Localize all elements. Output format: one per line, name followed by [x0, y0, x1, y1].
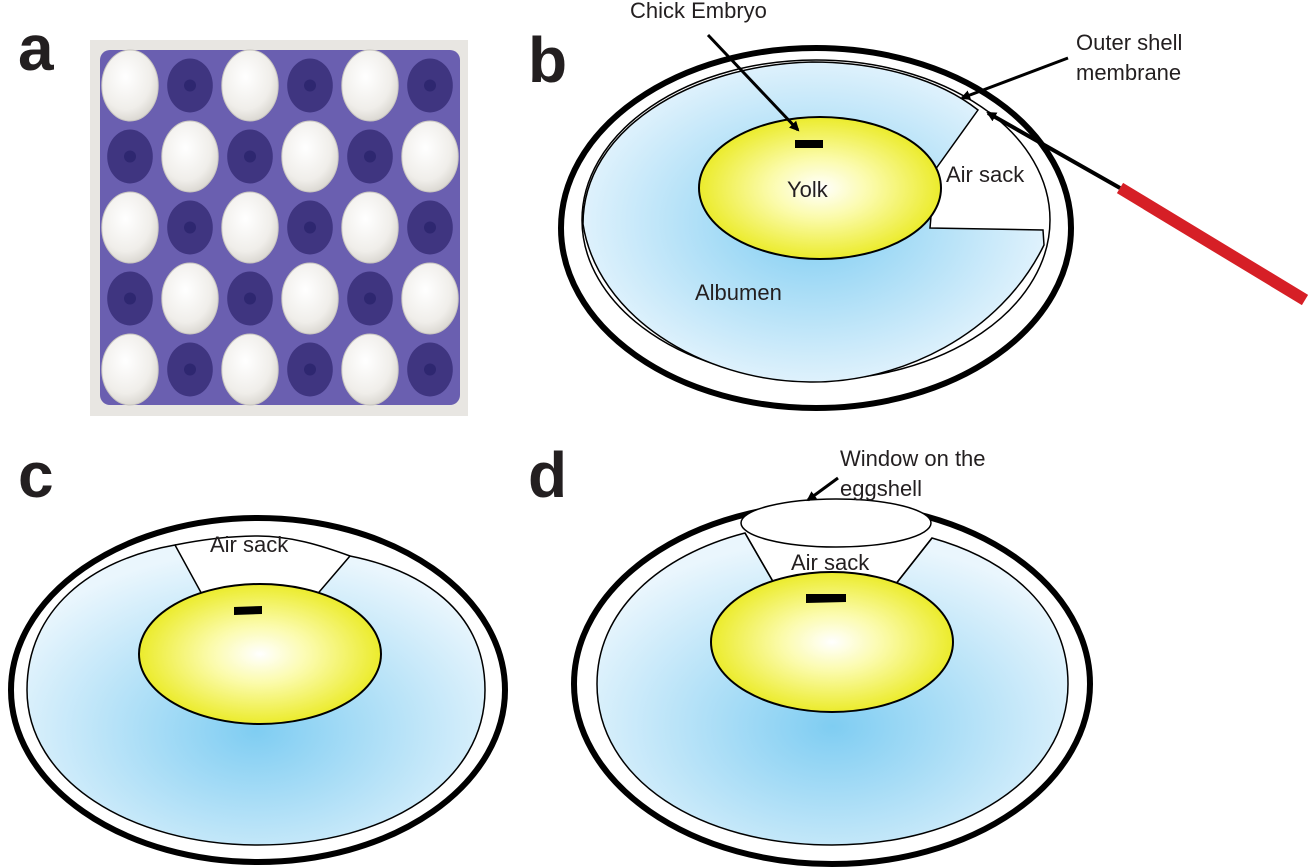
egg — [161, 262, 219, 335]
egg — [101, 333, 159, 406]
egg-tray-photo — [90, 40, 468, 416]
albumen-label: Albumen — [695, 280, 782, 305]
tray-cell-post — [244, 150, 256, 163]
tray-cell-post — [304, 221, 316, 234]
tray-cell-post — [424, 363, 436, 376]
syringe-needle-outline — [1120, 188, 1305, 300]
window-arrow — [806, 476, 839, 502]
yolk — [698, 116, 942, 260]
tray-eggs — [101, 49, 459, 406]
shell-membrane — [174, 535, 351, 557]
tray-cell-post — [244, 292, 256, 305]
egg — [101, 49, 159, 122]
panel-d-diagram: Window on the eggshell Air sack — [571, 446, 1093, 867]
egg — [281, 120, 339, 193]
air-sack-label-c: Air sack — [210, 532, 289, 557]
egg — [281, 262, 339, 335]
tray-cell-post — [424, 221, 436, 234]
tray-cell-post — [124, 292, 136, 305]
egg — [101, 191, 159, 264]
window-label-line2: eggshell — [840, 476, 922, 501]
outer-shell-label-line2: membrane — [1076, 60, 1181, 85]
needle-tip — [986, 111, 1121, 190]
air-sack-wall-right — [894, 537, 933, 586]
egg — [221, 191, 279, 264]
tray-cell-post — [124, 150, 136, 163]
tray-cell-post — [184, 363, 196, 376]
egg — [341, 191, 399, 264]
chick-embryo — [234, 606, 262, 615]
eggshell-window — [740, 498, 932, 548]
egg — [401, 120, 459, 193]
egg — [161, 120, 219, 193]
tray-cell-post — [304, 79, 316, 92]
egg — [221, 49, 279, 122]
panel-c-diagram: Air sack — [8, 515, 508, 865]
outer-shell-label-line1: Outer shell — [1076, 30, 1182, 55]
yolk — [710, 571, 954, 713]
air-sack-wall-left — [744, 532, 776, 586]
tray-cell-post — [184, 79, 196, 92]
tray-cell-post — [364, 292, 376, 305]
chick-embryo — [795, 140, 823, 148]
panel-letter-b: b — [528, 24, 567, 96]
panel-letter-d: d — [528, 439, 567, 511]
panel-letter-a: a — [18, 12, 54, 84]
air-sack-label-d: Air sack — [791, 550, 870, 575]
chick-embryo — [806, 594, 846, 603]
air-sack-label-b: Air sack — [946, 162, 1025, 187]
syringe-needle-body — [1116, 182, 1309, 306]
tray-cell-post — [364, 150, 376, 163]
egg — [401, 262, 459, 335]
tray-cell-post — [424, 79, 436, 92]
tray-cell-post — [184, 221, 196, 234]
outer-shell-membrane-arrow — [960, 56, 1069, 100]
window-label-line1: Window on the — [840, 446, 986, 471]
yolk-label: Yolk — [787, 177, 829, 202]
panel-b-diagram: Chick Embryo Outer shell membrane Yolk A… — [558, 0, 1309, 411]
panel-letter-c: c — [18, 439, 54, 511]
egg — [341, 333, 399, 406]
chick-embryo-label: Chick Embryo — [630, 0, 767, 23]
tray-cell-post — [304, 363, 316, 376]
egg — [341, 49, 399, 122]
egg — [221, 333, 279, 406]
chick-embryo-arrow — [706, 33, 800, 132]
yolk — [138, 583, 382, 725]
